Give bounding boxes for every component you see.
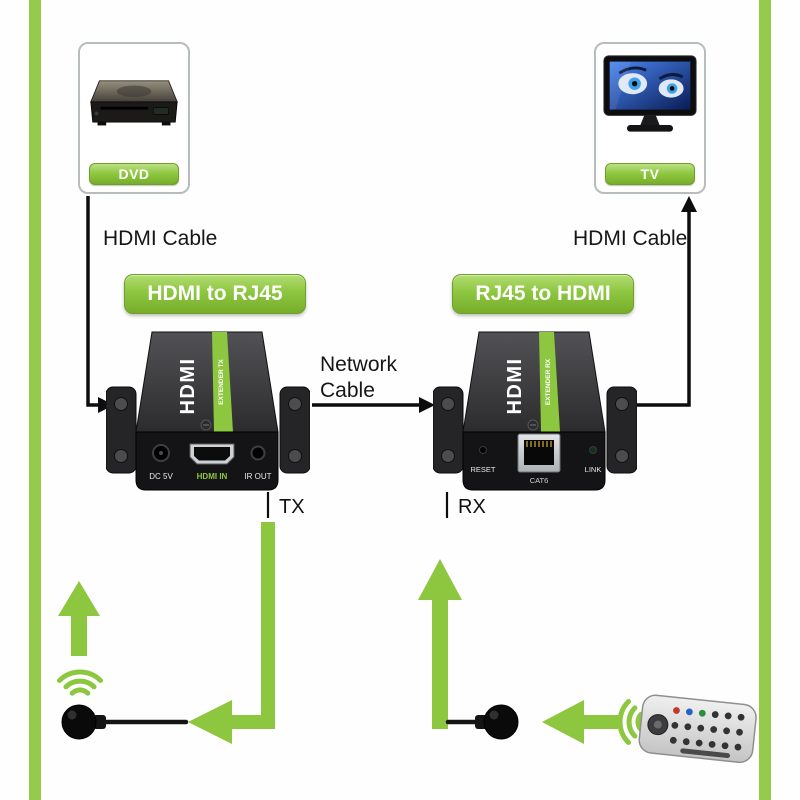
tv-image: [603, 55, 697, 132]
left-arrow-icon: [188, 700, 232, 744]
rx-link-led: [589, 446, 597, 454]
tx-ir-out-label: IR OUT: [244, 472, 271, 481]
tx-dc-label: DC 5V: [149, 472, 173, 481]
hdmi-cable-label-left: HDMI Cable: [103, 227, 218, 250]
right-arrow-icon: [419, 397, 435, 413]
hdmi-cable-label-right: HDMI Cable: [573, 227, 688, 250]
up-arrow-icon: [418, 559, 462, 600]
tx-brand-text: HDMI: [177, 357, 199, 414]
tx-body: HDMI EXTENDER TX: [135, 331, 279, 491]
left-edge-bar: [29, 0, 41, 800]
rx-link-label: LINK: [585, 465, 602, 474]
network-cable-line2: Cable: [320, 379, 375, 402]
rx-extender-device: HDMI EXTENDER RX RESET CAT6 LINK: [433, 331, 637, 491]
tx-stripe-text: EXTENDER TX: [218, 359, 225, 405]
tx-label: TX: [279, 496, 305, 518]
tv-card: TV: [594, 42, 706, 194]
tx-extender-device: HDMI EXTENDER TX DC 5V HDMI IN IR OUT: [106, 331, 310, 491]
tx-mounting-flanges: [106, 386, 310, 474]
right-edge-bar: [759, 0, 771, 800]
remote-control-icon: [638, 694, 757, 764]
ir-receiver: [445, 704, 519, 740]
up-arrow-icon: [681, 196, 697, 212]
hdmi-to-rj45-button: HDMI to RJ45: [124, 274, 306, 314]
tx-front-panel: DC 5V HDMI IN IR OUT: [149, 443, 272, 481]
rx-ir-in-line: [418, 559, 462, 729]
rx-cat6-label: CAT6: [530, 476, 549, 485]
rx-label: RX: [458, 496, 486, 518]
tx-green-stripe: [212, 332, 233, 432]
rx-reset-hole: [479, 446, 487, 454]
network-cable-line1: Network: [320, 353, 398, 376]
ir-up-arrow-left: [58, 581, 100, 656]
rx-stripe-text: EXTENDER RX: [545, 358, 552, 405]
tx-to-rx-network-line: [312, 397, 435, 413]
ir-emitter: [61, 704, 189, 740]
tx-ir-out-elbow-line: [188, 522, 275, 744]
rx-reset-label: RESET: [470, 465, 495, 474]
rx-mounting-flanges: [433, 386, 637, 474]
dvd-label-badge: DVD: [89, 163, 179, 185]
rx-brand-text: HDMI: [504, 357, 526, 414]
rx-to-tv-hdmi-line: [637, 196, 697, 407]
tv-label-badge: TV: [605, 163, 695, 185]
ir-signal-waves-left-icon: [57, 669, 103, 696]
left-arrow-icon: [542, 700, 584, 744]
tx-ir-out-jack: [250, 445, 266, 461]
network-cable-label: Network Cable: [320, 352, 397, 404]
rx-green-stripe: [539, 332, 560, 432]
remote-to-receiver-arrow: [542, 700, 618, 744]
dvd-player-card: DVD: [78, 42, 190, 194]
up-arrow-icon: [58, 581, 100, 616]
dvd-player-image: [90, 80, 178, 126]
rx-front-panel: RESET CAT6 LINK: [470, 433, 602, 485]
tx-hdmi-in-label: HDMI IN: [197, 472, 228, 481]
ir-signal-waves-right-icon: [617, 699, 644, 745]
rj45-to-hdmi-button: RJ45 to HDMI: [452, 274, 634, 314]
